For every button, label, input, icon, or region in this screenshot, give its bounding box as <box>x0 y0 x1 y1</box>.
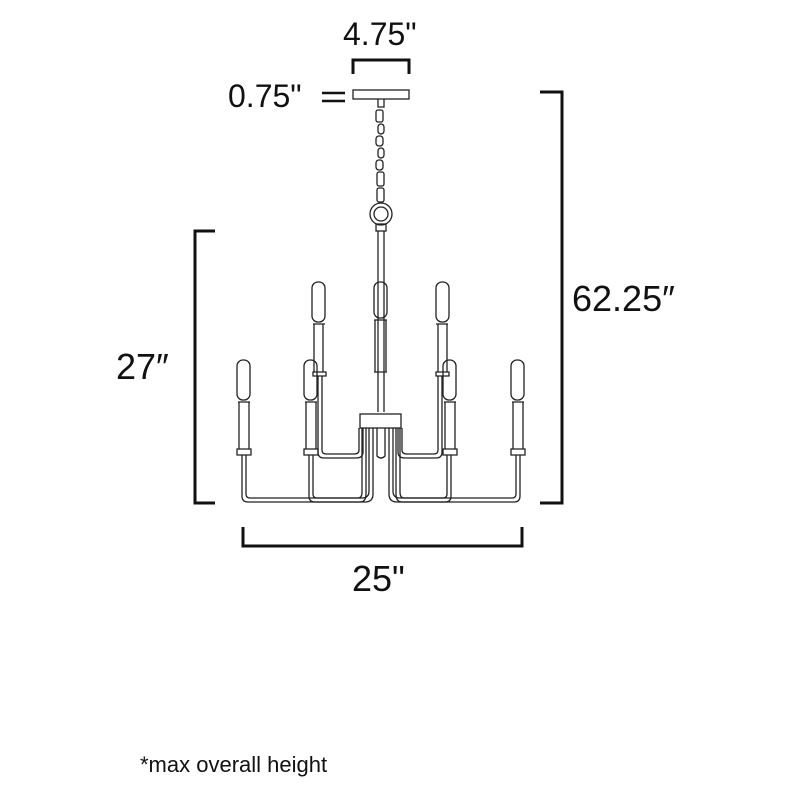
overall-height-bracket <box>540 90 564 505</box>
overall-height-label: 62.25″ <box>572 278 675 319</box>
fixture-height-label: 27″ <box>116 346 169 387</box>
fixture-width-bracket <box>241 527 524 548</box>
fixture-width-label: 25" <box>352 558 405 599</box>
canopy-height-label: 0.75" <box>228 78 302 114</box>
canopy-width-label: 4.75" <box>343 16 417 52</box>
fixture-height-bracket <box>193 229 215 505</box>
footnote: *max overall height <box>140 752 328 777</box>
chandelier <box>236 89 526 503</box>
canopy-width-bracket <box>351 58 411 74</box>
